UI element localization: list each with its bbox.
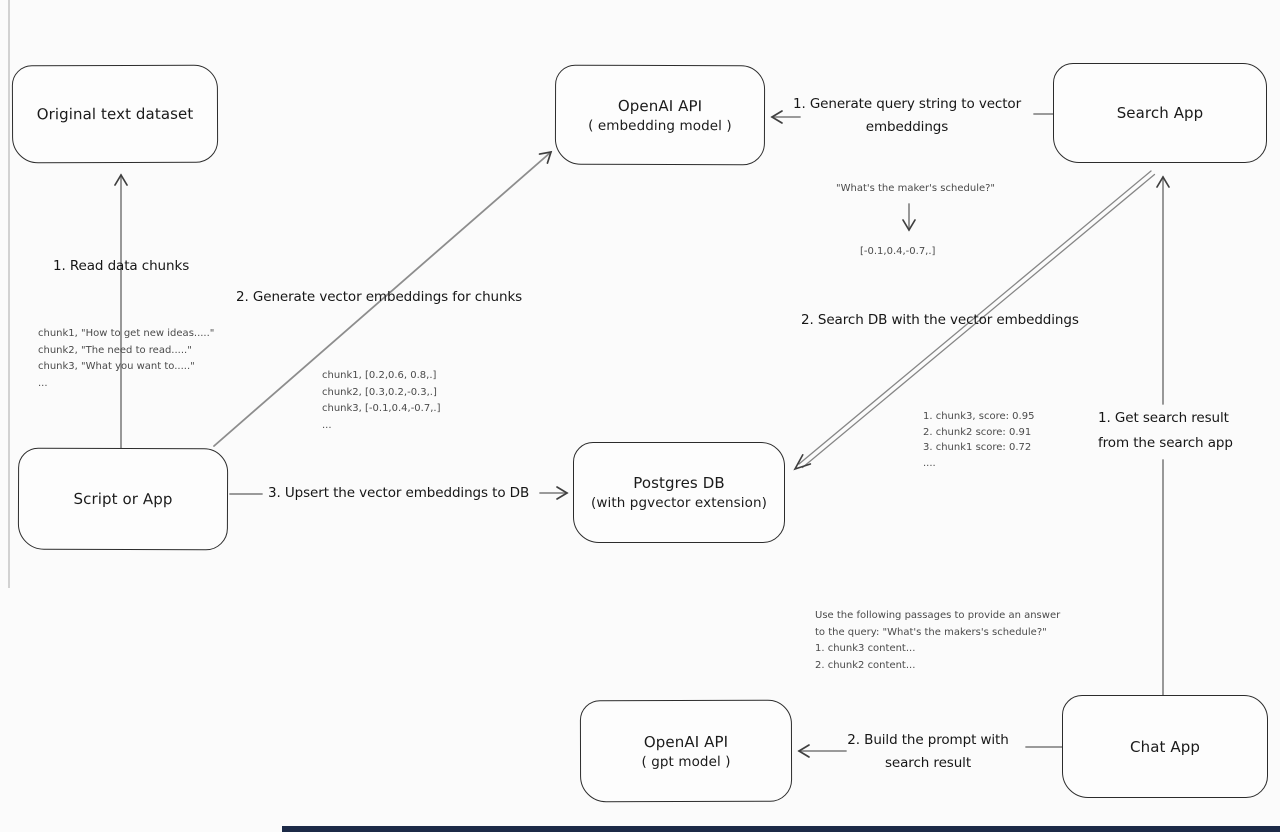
node-label: Chat App (1130, 737, 1200, 756)
annotation-line: chunk3, "What you want to....." (38, 361, 195, 372)
node-label: Search App (1116, 104, 1204, 122)
annotation-line: ... (322, 419, 332, 431)
annotation-line: chunk1, [0.2,0.6, 0.8,.] (322, 370, 437, 381)
node-sublabel: (with pgvector extension) (590, 495, 768, 511)
edge-label-get-search-result: 1. Get search result from the search app (1098, 406, 1233, 456)
chunk-vectors-annotation: chunk1, [0.2,0.6, 0.8,.] chunk2, [0.3,0.… (322, 368, 440, 434)
annotation-line: chunk2, [0.3,0.2,-0.3,.] (322, 386, 437, 398)
annotation-line: ... (38, 377, 48, 389)
node-openai-embedding-api: OpenAI API ( embedding model ) (554, 64, 766, 166)
node-label: OpenAI API (643, 732, 729, 751)
edge-label-line: 1. Generate query string to vector (792, 96, 1022, 112)
annotation-line: chunk3, [-0.1,0.4,-0.7,.] (322, 403, 441, 414)
node-label: OpenAI API (617, 96, 703, 115)
query-string-annotation: "What's the maker's schedule?" (836, 183, 996, 194)
annotation-line: chunk1, "How to get new ideas....." (38, 328, 215, 339)
node-sublabel: ( embedding model ) (588, 117, 732, 134)
edge-label-line: 2. Build the prompt with (847, 732, 1009, 748)
annotation-line: .... (923, 457, 936, 469)
edge-label-upsert-embeddings: 3. Upsert the vector embeddings to DB (268, 485, 530, 501)
edge-label-read-data-chunks: 1. Read data chunks (53, 258, 190, 274)
node-openai-gpt-api: OpenAI API ( gpt model ) (579, 699, 793, 803)
canvas-edge-line (8, 0, 10, 588)
node-label: Postgres DB (633, 474, 725, 492)
query-vector-annotation: [-0.1,0.4,-0.7,.] (860, 246, 936, 257)
arrow-search-db-double (793, 170, 1156, 471)
bottom-edge-bar (282, 826, 1280, 832)
search-scores-annotation: 1. chunk3, score: 0.95 2. chunk2 score: … (923, 409, 1034, 471)
arrow-build-prompt (797, 744, 1063, 758)
annotation-line: 3. chunk1 score: 0.72 (923, 442, 1032, 453)
node-label: Original text dataset (36, 104, 194, 124)
arrow-generate-embeddings (213, 150, 553, 447)
annotation-line: chunk2, "The need to read....." (38, 344, 192, 356)
edge-label-build-prompt: 2. Build the prompt with search result (838, 729, 1018, 775)
edge-label-search-db: 2. Search DB with the vector embeddings (801, 312, 1079, 328)
annotation-line: 2. chunk2 score: 0.91 (923, 426, 1032, 438)
annotation-line: to the query: "What's the makers's sched… (815, 626, 1047, 638)
arrow-generate-query-vector (770, 110, 1054, 124)
prompt-preview-annotation: Use the following passages to provide an… (815, 608, 1060, 674)
annotation-line: 2. chunk2 content... (815, 659, 916, 671)
node-original-text-dataset: Original text dataset (11, 64, 219, 164)
edge-label-line: embeddings (865, 119, 949, 135)
annotation-line: Use the following passages to provide an… (815, 610, 1061, 621)
chunk-texts-annotation: chunk1, "How to get new ideas....." chun… (38, 326, 214, 392)
node-label: Script or App (73, 489, 173, 509)
node-sublabel: ( gpt model ) (641, 753, 731, 770)
node-chat-app: Chat App (1062, 695, 1268, 798)
annotation-line: 1. chunk3 content... (815, 643, 916, 654)
annotation-line: 1. chunk3, score: 0.95 (923, 411, 1035, 422)
edge-label-line: search result (884, 755, 972, 771)
node-script-or-app: Script or App (17, 447, 229, 551)
arrow-upsert-embeddings (229, 486, 569, 500)
edge-label-line: 1. Get search result (1098, 410, 1229, 426)
edge-label-line: from the search app (1098, 435, 1233, 451)
edge-label-generate-embeddings: 2. Generate vector embeddings for chunks (236, 289, 523, 305)
edge-label-generate-query-vector: 1. Generate query string to vector embed… (782, 93, 1032, 139)
node-search-app: Search App (1053, 63, 1267, 163)
node-postgres-db: Postgres DB (with pgvector extension) (573, 442, 785, 543)
